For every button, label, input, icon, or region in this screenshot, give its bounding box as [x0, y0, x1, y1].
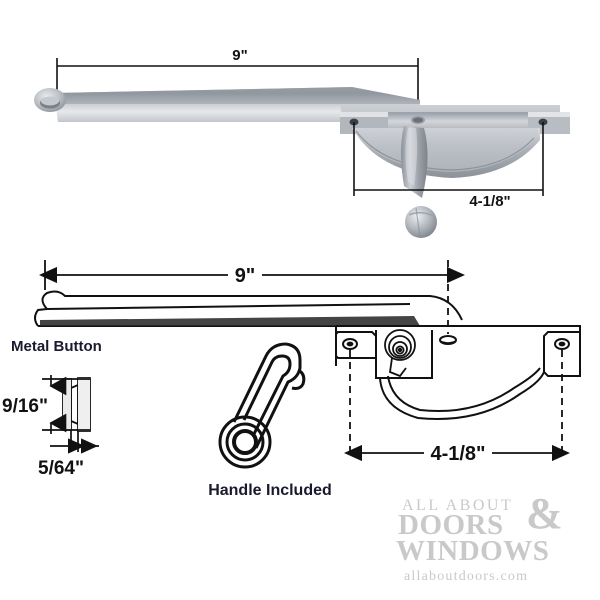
watermark-line2: DOORS — [398, 509, 504, 541]
line-dim-9-label: 9" — [235, 265, 256, 287]
line-arm-shadow — [40, 316, 420, 326]
metal-button-thickness-label: 5/64" — [38, 458, 84, 479]
metal-button-height-label: 9/16" — [2, 396, 48, 417]
watermark-line1: ALL ABOUT — [402, 497, 513, 514]
photo-dim-4125-line — [353, 122, 544, 196]
line-ext-4125 — [349, 350, 563, 458]
handle-caption: Handle Included — [208, 482, 332, 499]
handle-illustration: Handle Included — [190, 330, 350, 505]
photo-dim-9-label: 9" — [232, 47, 247, 64]
photo-operator-body — [340, 105, 570, 178]
watermark-url: allaboutdoors.com — [404, 569, 528, 584]
line-operator-body — [335, 325, 581, 420]
watermark-line3: WINDOWS — [396, 535, 549, 567]
line-dim-4125-label: 4-1/8" — [430, 443, 485, 465]
photo-dim-4125-label: 4-1/8" — [469, 193, 510, 210]
metal-button-detail: Metal Button 9/16" — [0, 334, 145, 484]
metal-button-label: Metal Button — [11, 338, 102, 355]
line-spindle-hub — [384, 329, 416, 378]
watermark-logo: ALL ABOUT & DOORS WINDOWS allaboutdoors.… — [390, 494, 600, 594]
line-diagram-group: 9" — [0, 246, 600, 506]
handle-knob — [218, 415, 272, 469]
line-dim-9 — [39, 260, 465, 290]
photo-diagram-group: 9" — [0, 0, 600, 250]
metal-button-thickness-dim — [50, 430, 99, 454]
photo-crank-post — [401, 126, 437, 238]
metal-button-height-dim — [42, 375, 90, 434]
watermark-ampersand: & — [526, 494, 563, 538]
photo-operator-arm — [34, 87, 420, 122]
